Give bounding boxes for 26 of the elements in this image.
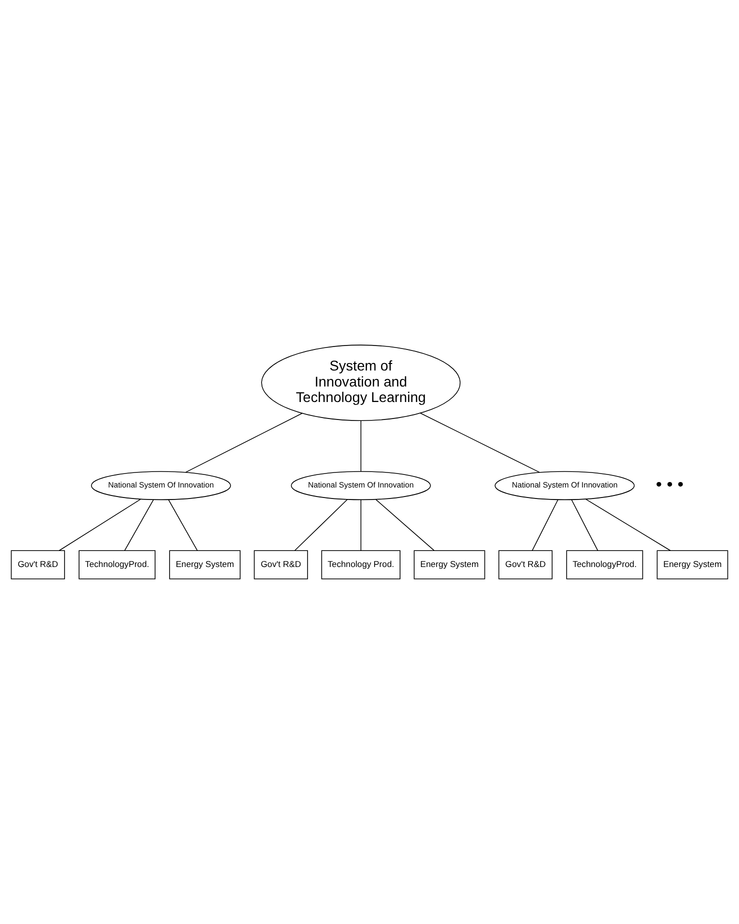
- connector: [294, 499, 348, 551]
- connector: [58, 498, 142, 551]
- connector: [185, 412, 303, 473]
- node-ellipse: National System Of Innovation: [494, 471, 635, 500]
- node-ellipse: National System Of Innovation: [91, 471, 231, 500]
- connector: [420, 412, 540, 473]
- node-box: Gov't R&D: [498, 550, 553, 580]
- node-box: Energy System: [414, 550, 486, 580]
- connector: [376, 499, 434, 551]
- node-box: Gov't R&D: [10, 550, 65, 580]
- node-box: Gov't R&D: [254, 550, 308, 580]
- connector: [360, 499, 362, 551]
- connector: [532, 499, 558, 551]
- node-box: Technology Prod.: [321, 550, 400, 580]
- connector: [360, 420, 362, 472]
- label: • • •: [656, 474, 684, 494]
- node-ellipse: National System Of Innovation: [290, 471, 431, 500]
- node-box: Energy System: [169, 550, 241, 580]
- node-ellipse: System of Innovation and Technology Learning: [261, 344, 461, 421]
- connector: [585, 498, 671, 551]
- node-box: TechnologyProd.: [78, 550, 156, 580]
- connector: [168, 499, 198, 551]
- connector: [124, 499, 154, 551]
- connector: [571, 499, 598, 551]
- node-box: TechnologyProd.: [566, 550, 644, 580]
- node-box: Energy System: [656, 550, 728, 580]
